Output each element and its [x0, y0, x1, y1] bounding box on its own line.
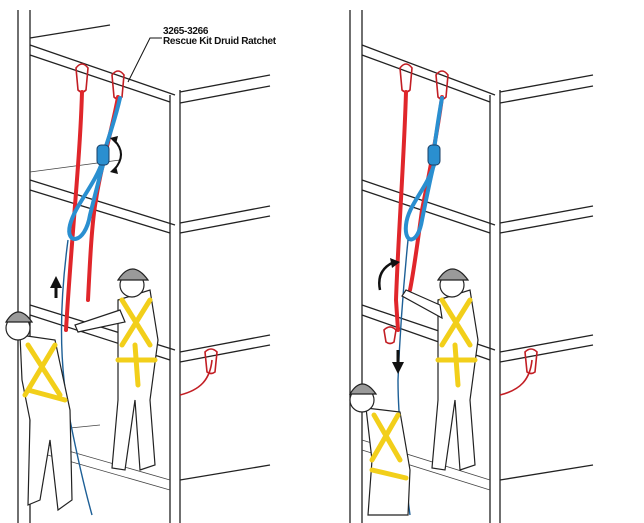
callout-part-number: 3265-3266 [163, 26, 209, 37]
victim-figure [4, 311, 73, 512]
down-arrow-icon [392, 350, 404, 374]
rescuer-figure [74, 268, 159, 471]
right-panel [348, 10, 594, 523]
callout: 3265-3266 Rescue Kit Druid Ratchet [127, 26, 277, 83]
victim-figure-right [348, 383, 411, 516]
druid-ratchet-device-right [427, 144, 441, 166]
rescuer-figure-right [401, 268, 479, 471]
rotate-arrow-icon [110, 136, 122, 174]
lanyard-red-right [499, 348, 538, 396]
up-arrow-icon [50, 276, 62, 298]
scaffold-structure [17, 10, 271, 523]
anchor-carabiners [75, 63, 125, 100]
callout-product-name: Rescue Kit Druid Ratchet [163, 36, 277, 47]
druid-ratchet-device [96, 144, 110, 166]
curved-arrow-icon [378, 258, 400, 291]
left-panel: 3265-3266 Rescue Kit Druid Ratchet [4, 10, 277, 523]
anchor-carabiners-right [399, 63, 449, 100]
lanyard-red [179, 348, 218, 396]
